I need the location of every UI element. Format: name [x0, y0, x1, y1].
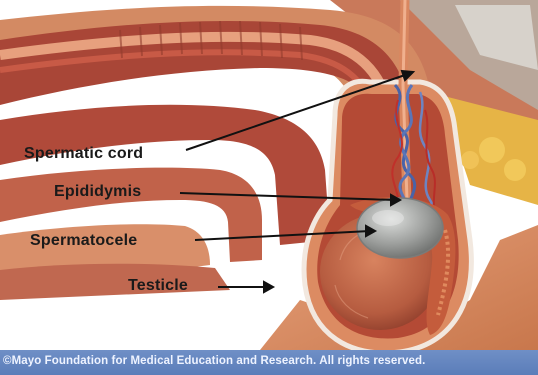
label-epididymis: Epididymis: [54, 183, 141, 201]
copyright-bar: ©Mayo Foundation for Medical Education a…: [0, 350, 538, 375]
label-spermatocele: Spermatocele: [30, 232, 137, 250]
label-spermatic-cord: Spermatic cord: [24, 145, 143, 163]
label-testicle: Testicle: [128, 277, 188, 295]
arrowhead-testicle: [264, 282, 273, 292]
copyright-text: ©Mayo Foundation for Medical Education a…: [3, 355, 425, 367]
